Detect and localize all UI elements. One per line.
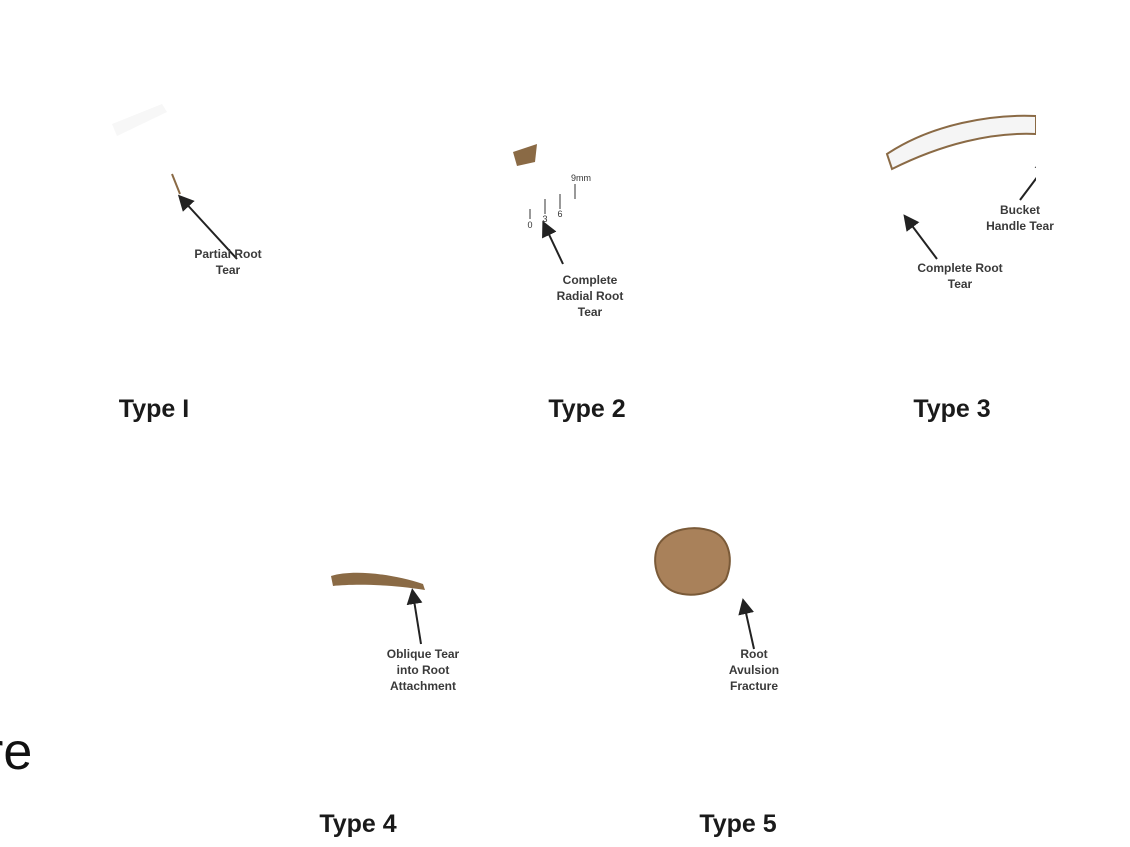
panel-type-1 bbox=[22, 4, 286, 268]
annotation-arrow bbox=[744, 604, 754, 649]
scale-tick-0: 0 bbox=[527, 220, 532, 230]
partial-tear-mark bbox=[172, 174, 180, 194]
oblique-tear bbox=[331, 573, 425, 590]
bucket-handle-fragment bbox=[887, 116, 1036, 169]
type-1-illustration bbox=[22, 4, 286, 268]
scale-tick-6: 6 bbox=[557, 209, 562, 219]
caption-type-4: Type 4 bbox=[228, 810, 488, 839]
caption-type-2: Type 2 bbox=[457, 395, 717, 424]
measurement-scale: 0 3 6 9mm bbox=[527, 173, 591, 230]
radial-tear bbox=[513, 144, 537, 166]
annotation-oblique-tear: Oblique Tear into Root Attachment bbox=[363, 646, 483, 694]
scale-tick-3: 3 bbox=[542, 214, 547, 224]
type-2-illustration: 0 3 6 9mm bbox=[395, 4, 659, 268]
annotation-arrow bbox=[413, 594, 421, 644]
scale-tick-9mm: 9mm bbox=[571, 173, 591, 183]
annotation-arrow-root bbox=[907, 219, 937, 259]
panel-type-4: Oblique Tear into Root Attachment bbox=[203, 434, 467, 698]
caption-type-1: Type I bbox=[24, 395, 284, 424]
cropped-slide-text: re bbox=[0, 722, 32, 782]
annotation-root-avulsion-fracture: Root Avulsion Fracture bbox=[704, 646, 804, 694]
annotation-complete-root-tear: Complete Root Tear bbox=[900, 260, 1020, 292]
annotation-complete-radial-root-tear: Complete Radial Root Tear bbox=[535, 272, 645, 320]
caption-type-5: Type 5 bbox=[608, 810, 868, 839]
annotation-partial-root-tear-overlay: Partial Root Tear bbox=[168, 246, 288, 278]
panel-type-2: 0 3 6 9mm Complete Radial Root Tear bbox=[395, 4, 659, 268]
avulsion-crater bbox=[655, 528, 730, 594]
annotation-arrow-bucket bbox=[1020, 164, 1036, 200]
annotation-arrow bbox=[545, 226, 563, 264]
panel-type-5: Root Avulsion Fracture bbox=[584, 434, 848, 698]
annotation-bucket-handle-tear: Bucket Handle Tear bbox=[970, 202, 1070, 234]
panel-type-3: Bucket Handle Tear Complete Root Tear bbox=[772, 4, 1036, 268]
meniscus-root bbox=[112, 104, 167, 136]
caption-type-3: Type 3 bbox=[822, 395, 1082, 424]
